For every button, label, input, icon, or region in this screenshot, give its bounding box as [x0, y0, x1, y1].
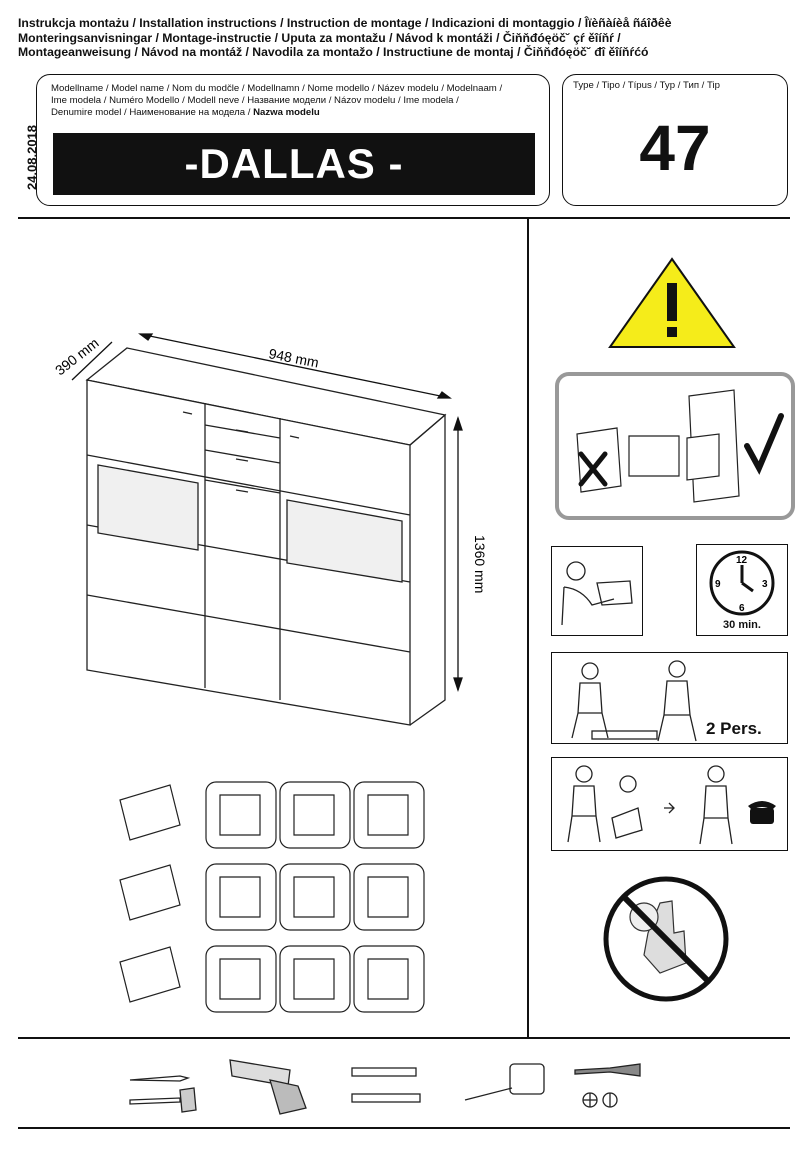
dimension-depth: 390 mm	[52, 335, 102, 379]
persons-label: 2 Pers.	[706, 719, 762, 738]
model-box: Modellname / Model name / Nom du modčle …	[36, 74, 550, 206]
warning-triangle-icon	[608, 257, 736, 348]
two-persons-panel: 2 Pers.	[551, 652, 788, 744]
pencil-hammer-icon	[129, 1075, 197, 1113]
header-line-1: Instrukcja montażu / Installation instru…	[18, 16, 672, 30]
header-line-3: Montageanweisung / Návod na montáž / Nav…	[18, 45, 649, 59]
level-icon	[351, 1067, 421, 1103]
divider-tools-top	[18, 1037, 790, 1039]
phone-icon	[748, 801, 776, 824]
tools-row	[129, 1059, 641, 1115]
assembly-time-label: 30 min.	[723, 619, 761, 631]
type-box: Type / Tipo / Típus / Typ / Тип / Tip 47	[562, 74, 788, 206]
clock-icon: 12 3 6 9	[709, 550, 775, 616]
two-persons-illustration	[571, 660, 697, 742]
divider-top	[18, 217, 790, 219]
divider-bottom	[18, 1127, 790, 1129]
model-name-line-1: Modellname / Model name / Nom du modčle …	[51, 83, 503, 94]
person-reading-icon	[561, 561, 633, 626]
divider-vertical	[527, 219, 529, 1037]
model-name-line-3-text: Denumire model / Наименование на модела …	[51, 107, 254, 119]
clock-number-12: 12	[736, 555, 748, 566]
help-illustration	[567, 765, 776, 845]
clock-number-3: 3	[762, 579, 768, 590]
sort-parts-illustration	[576, 389, 784, 503]
model-name-title: -DALLAS -	[53, 133, 535, 195]
cross-icon	[578, 451, 608, 487]
hinge-row-3	[119, 945, 425, 1013]
dimension-width: 948 mm	[267, 345, 320, 370]
model-name-bold: Nazwa modelu	[253, 107, 320, 119]
hinge-row-1	[119, 781, 425, 849]
drill-icon	[229, 1059, 307, 1115]
read-instructions-panel	[551, 546, 643, 636]
type-number: 47	[639, 112, 711, 184]
tape-measure-icon	[464, 1063, 545, 1101]
hinge-adjustment-diagrams	[119, 781, 425, 1013]
dimension-height: 1360 mm	[472, 535, 488, 593]
assembly-time: 12 3 6 9 30 min.	[696, 544, 788, 636]
model-name-labels: Modellname / Model name / Nom du modčle …	[51, 83, 531, 120]
header-languages: Instrukcja montażu / Installation instru…	[18, 16, 798, 60]
model-name-line-3: Denumire model / Наименование на модела …	[51, 107, 531, 119]
checkmark-icon	[744, 413, 784, 475]
sort-parts-panel	[555, 372, 795, 520]
no-children-icon	[603, 876, 729, 1002]
model-name-line-2: Ime modela / Numéro Modello / Modell nev…	[51, 95, 459, 107]
help-panel	[551, 757, 788, 851]
type-label: Type / Tipo / Típus / Typ / Тип / Tip	[573, 80, 720, 91]
header-line-2: Monteringsanvisningar / Montage-instruct…	[18, 30, 621, 45]
clock-number-9: 9	[715, 579, 721, 590]
hinge-row-2	[119, 863, 425, 931]
clock-number-6: 6	[739, 603, 745, 614]
cabinet-drawing: 948 mm 390 mm 1360 mm	[52, 333, 488, 726]
screwdriver-icon	[574, 1063, 641, 1108]
